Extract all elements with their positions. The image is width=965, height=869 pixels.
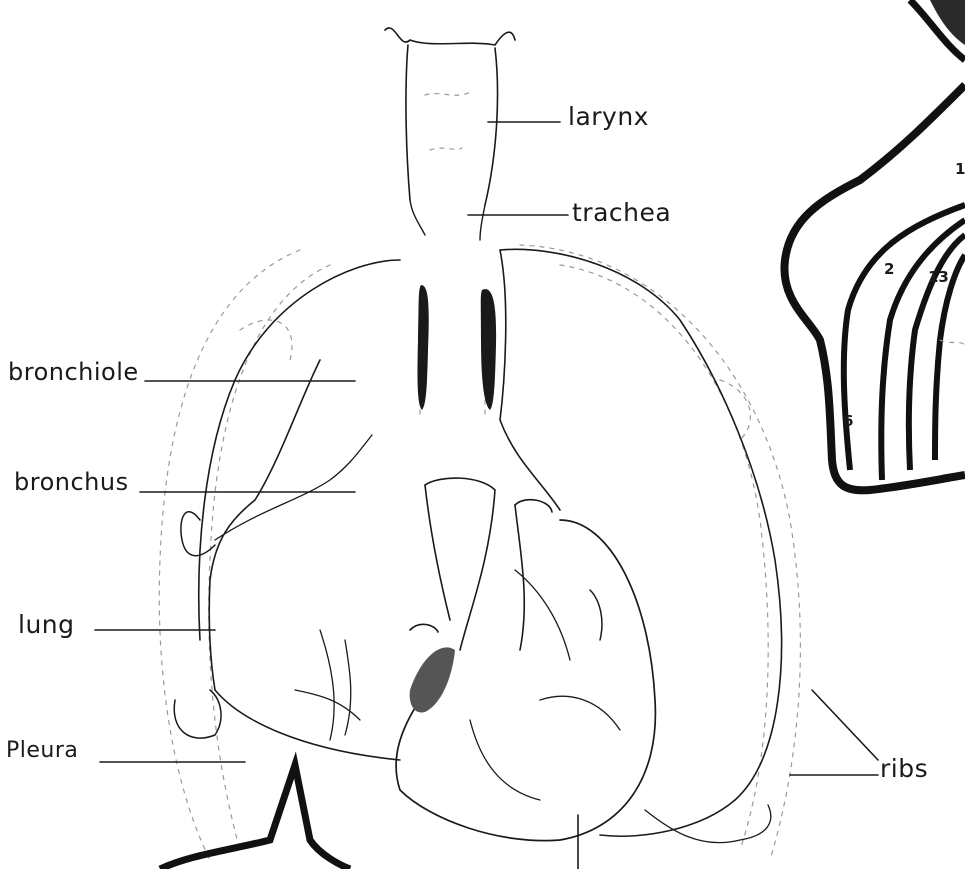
inset-illustration bbox=[784, 0, 965, 490]
inset-number-1: 1 bbox=[955, 160, 965, 178]
label-pleura: Pleura bbox=[6, 740, 78, 762]
left-lung bbox=[174, 260, 400, 760]
bottom-black-shape bbox=[160, 765, 350, 869]
label-lung: lung bbox=[18, 612, 75, 637]
bronchi bbox=[417, 285, 496, 410]
label-trachea: trachea bbox=[572, 200, 671, 225]
right-lung bbox=[500, 249, 782, 836]
heart bbox=[396, 478, 771, 843]
label-larynx: larynx bbox=[568, 104, 649, 129]
label-bronchus: bronchus bbox=[14, 470, 129, 494]
inset-number-13: 13 bbox=[928, 268, 949, 286]
inset-number-6: 6 bbox=[843, 412, 853, 430]
inset-number-2: 2 bbox=[884, 260, 894, 278]
larynx-shape bbox=[385, 28, 515, 205]
label-bronchiole: bronchiole bbox=[8, 360, 139, 384]
label-ribs: ribs bbox=[880, 756, 928, 781]
rib-cage bbox=[159, 245, 800, 860]
